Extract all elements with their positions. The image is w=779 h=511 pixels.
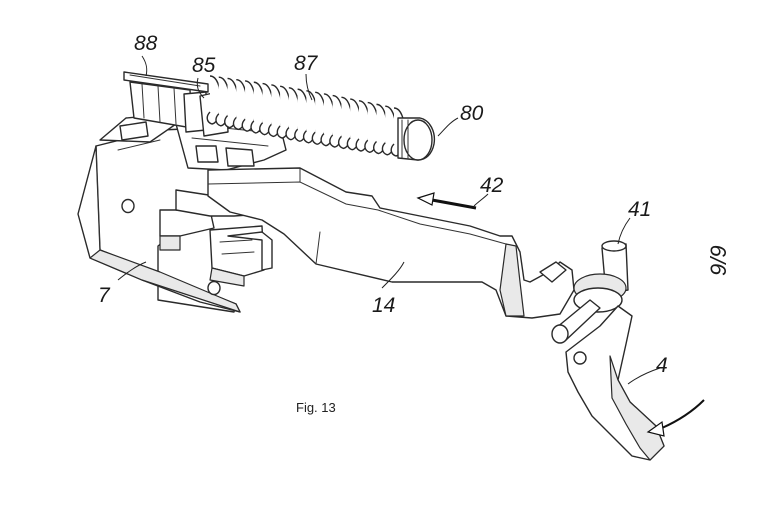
label-14: 14 [372,294,395,317]
direction-arrow-42 [418,193,476,208]
label-80: 80 [460,102,484,125]
sheet-number: 9/9 [706,245,731,276]
label-87: 87 [294,52,319,75]
label-41: 41 [628,198,651,221]
trigger-4 [566,306,664,460]
label-7: 7 [98,284,111,307]
motion-arrow-4 [648,400,704,436]
label-4: 4 [656,354,668,377]
label-42: 42 [480,174,504,197]
label-88: 88 [134,32,158,55]
figure-caption: Fig. 13 [296,400,336,415]
label-85: 85 [192,54,216,77]
